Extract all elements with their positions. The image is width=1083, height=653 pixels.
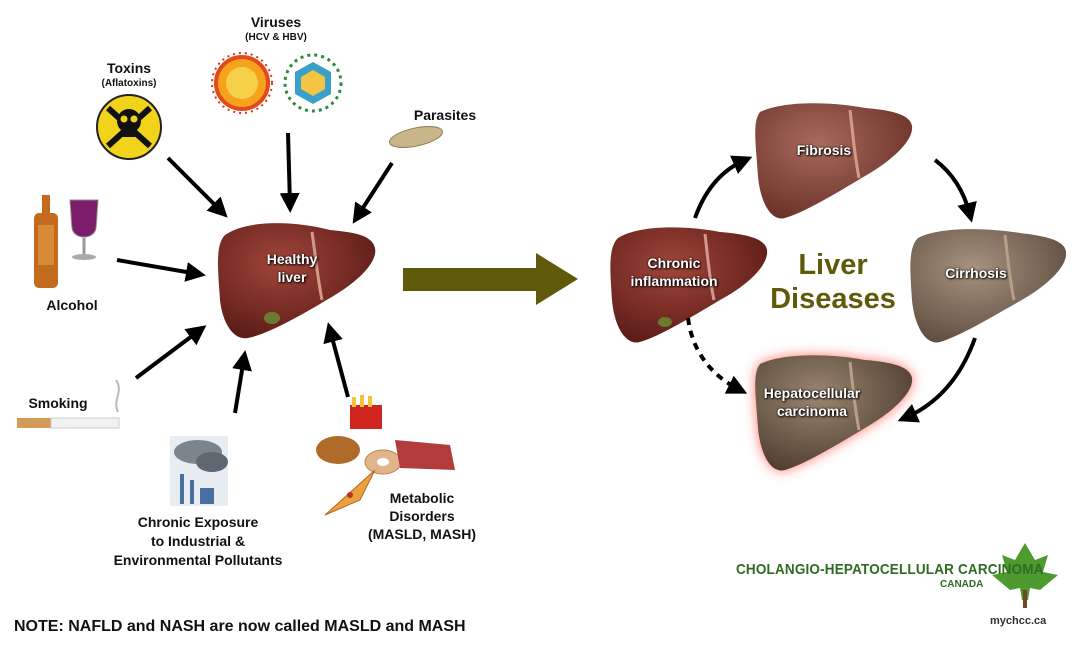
junk-food-icon <box>316 395 455 516</box>
maple-tree-logo-icon <box>992 543 1058 608</box>
arrow-to-hcc <box>897 337 977 423</box>
hcc-line1: Hepatocellular <box>763 385 861 401</box>
beer-bottle-icon <box>34 195 58 288</box>
arrow-toxins <box>166 156 228 218</box>
fibrosis-liver <box>755 103 913 219</box>
wine-glass-icon <box>69 199 99 260</box>
cigarette-icon <box>17 379 120 429</box>
pollutants-line1: Chronic Exposure <box>137 514 259 530</box>
arrow-parasites <box>352 161 394 224</box>
viruses-label: Viruses (HCV & HBV) <box>226 14 326 46</box>
liver-diseases-title: Liver Diseases <box>758 248 908 316</box>
healthy-liver <box>217 223 376 339</box>
metabolic-line2: Disorders <box>389 508 455 524</box>
healthy-liver-line2: liver <box>277 269 307 285</box>
chronic-inflammation-label: Chronic inflammation <box>616 254 732 290</box>
toxins-label: Toxins (Aflatoxins) <box>84 60 174 92</box>
toxins-title: Toxins <box>106 60 152 76</box>
arrow-smoking <box>134 325 207 380</box>
chronic-line1: Chronic <box>647 255 701 271</box>
metabolic-line3: (MASLD, MASH) <box>367 526 477 542</box>
pollutants-line3: Environmental Pollutants <box>113 552 283 568</box>
parasites-label: Parasites <box>413 107 477 123</box>
viruses-subtitle: (HCV & HBV) <box>245 32 307 43</box>
fibrosis-label: Fibrosis <box>796 142 852 158</box>
arrow-alcohol <box>116 258 206 282</box>
chronic-inflammation-liver <box>610 227 768 343</box>
pollutants-line2: to Industrial & <box>150 533 246 549</box>
toxins-subtitle: (Aflatoxins) <box>101 78 157 89</box>
disease-cycle-arrows <box>686 155 977 423</box>
factory-pollution-icon <box>170 436 228 506</box>
brand-country: CANADA <box>940 579 984 590</box>
metabolic-label: Metabolic Disorders (MASLD, MASH) <box>352 489 492 543</box>
healthy-liver-label: Healthy liver <box>252 250 332 286</box>
alcohol-label: Alcohol <box>46 297 98 313</box>
arrow-to-fibrosis <box>693 155 753 219</box>
healthy-liver-line1: Healthy <box>266 251 318 267</box>
brand-name: CHOLANGIO-HEPATOCELLULAR CARCINOMA <box>736 561 1044 578</box>
arrow-viruses <box>279 132 300 213</box>
cirrhosis-label: Cirrhosis <box>945 265 1007 281</box>
cause-arrows <box>116 132 394 414</box>
metabolic-line1: Metabolic <box>389 490 455 506</box>
hcc-liver <box>755 355 913 471</box>
arrow-metabolic <box>323 322 350 398</box>
title-line1: Liver <box>798 249 868 281</box>
cirrhosis-liver <box>910 229 1067 343</box>
parasite-icon <box>389 126 443 148</box>
arrow-pollutants <box>232 350 252 414</box>
title-line2: Diseases <box>770 283 896 315</box>
virus-icon-2 <box>283 53 343 113</box>
virus-icon <box>211 52 273 114</box>
skull-crossbones-icon <box>96 94 162 160</box>
smoking-label: Smoking <box>28 395 88 411</box>
arrow-to-cirrhosis <box>933 158 977 223</box>
viruses-title: Viruses <box>250 14 302 30</box>
hcc-label: Hepatocellular carcinoma <box>752 384 872 420</box>
chronic-line2: inflammation <box>630 273 718 289</box>
progression-arrow <box>403 253 578 305</box>
hcc-line2: carcinoma <box>776 403 848 419</box>
arrow-chronic-to-hcc <box>686 317 748 394</box>
footnote: NOTE: NAFLD and NASH are now called MASL… <box>14 618 466 635</box>
pollutants-label: Chronic Exposure to Industrial & Environ… <box>90 513 306 570</box>
brand-url: mychcc.ca <box>990 615 1047 627</box>
